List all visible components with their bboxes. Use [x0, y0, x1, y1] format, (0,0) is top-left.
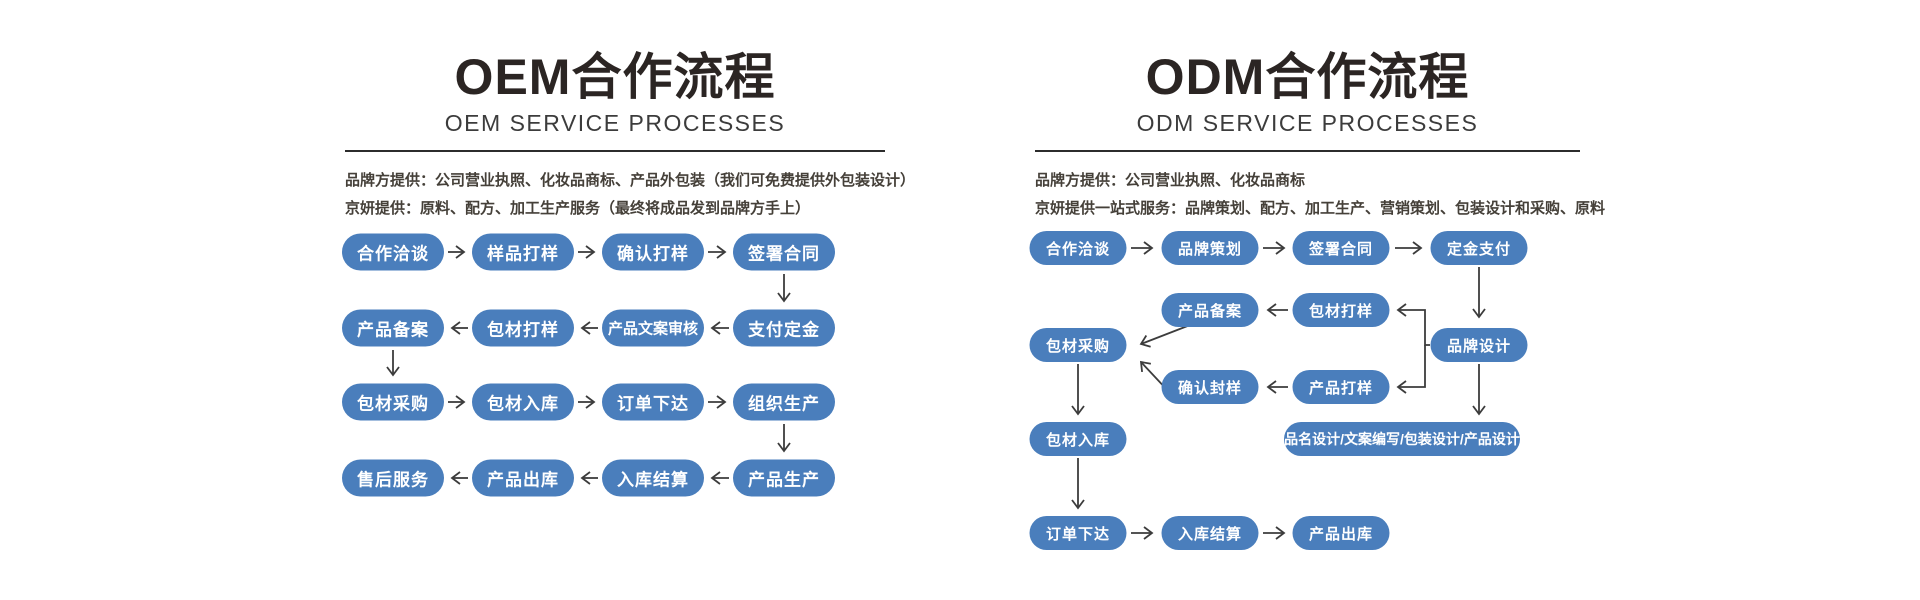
odm-node-confirm-seal-sample: 确认封样 [1161, 370, 1259, 404]
oem-node-r1c2: 样品打样 [472, 233, 574, 271]
oem-node-r2c3: 产品文案审核 [602, 309, 704, 347]
odm-node-packaging-sample: 包材打样 [1292, 293, 1390, 327]
oem-note-line: 品牌方提供：公司营业执照、化妆品商标、产品外包装（我们可免费提供外包装设计） [345, 172, 916, 189]
odm-note-line: 京妍提供一站式服务：品牌策划、配方、加工生产、营销策划、包装设计和采购、原料 [1035, 200, 1606, 217]
oem-header: OEM合作流程 OEM SERVICE PROCESSES [345, 0, 885, 152]
oem-node-r1c4: 签署合同 [733, 233, 835, 271]
odm-node-brand-design: 品牌设计 [1430, 328, 1528, 362]
oem-node-r4c2: 产品出库 [472, 459, 574, 497]
odm-node-instock-settle: 入库结算 [1161, 516, 1259, 550]
oem-node-r4c3: 入库结算 [602, 459, 704, 497]
oem-node-r3c1: 包材采购 [342, 383, 444, 421]
odm-title: ODM合作流程 [1145, 49, 1470, 105]
oem-node-r1c3: 确认打样 [602, 233, 704, 271]
odm-subtitle: ODM SERVICE PROCESSES [1136, 110, 1479, 136]
odm-node-packaging-instock: 包材入库 [1029, 422, 1127, 456]
odm-note-line: 品牌方提供：公司营业执照、化妆品商标 [1035, 172, 1306, 189]
odm-node-product-outstock: 产品出库 [1292, 516, 1390, 550]
oem-node-r2c4: 支付定金 [733, 309, 835, 347]
odm-node-order-issue: 订单下达 [1029, 516, 1127, 550]
odm-node-r1c4: 定金支付 [1430, 231, 1528, 265]
arrow-elbow-icon [1396, 345, 1426, 394]
oem-node-r3c3: 订单下达 [602, 383, 704, 421]
arrow-elbow-icon [1396, 303, 1430, 346]
oem-subtitle: OEM SERVICE PROCESSES [444, 110, 786, 136]
oem-title: OEM合作流程 [454, 49, 776, 105]
odm-node-r1c1: 合作洽谈 [1029, 231, 1127, 265]
oem-node-r4c1: 售后服务 [342, 459, 444, 497]
odm-node-product-sample: 产品打样 [1292, 370, 1390, 404]
oem-node-r3c2: 包材入库 [472, 383, 574, 421]
oem-node-r4c4: 产品生产 [733, 459, 835, 497]
oem-node-r3c4: 组织生产 [733, 383, 835, 421]
oem-node-r2c2: 包材打样 [472, 309, 574, 347]
oem-node-r1c1: 合作洽谈 [342, 233, 444, 271]
oem-note-line: 京妍提供：原料、配方、加工生产服务（最终将成品发到品牌方手上） [345, 200, 811, 217]
odm-node-design-detail: 品名设计/文案编写/包装设计/产品设计 [1284, 422, 1520, 456]
odm-header: ODM合作流程 ODM SERVICE PROCESSES [1035, 0, 1580, 152]
odm-notes: 品牌方提供：公司营业执照、化妆品商标 京妍提供一站式服务：品牌策划、配方、加工生… [1035, 167, 1605, 223]
oem-notes: 品牌方提供：公司营业执照、化妆品商标、产品外包装（我们可免费提供外包装设计） 京… [345, 167, 915, 223]
odm-node-product-filing: 产品备案 [1161, 293, 1259, 327]
odm-node-r1c3: 签署合同 [1292, 231, 1390, 265]
oem-node-r2c1: 产品备案 [342, 309, 444, 347]
odm-node-r1c2: 品牌策划 [1161, 231, 1259, 265]
odm-node-packaging-purchase: 包材采购 [1029, 328, 1127, 362]
